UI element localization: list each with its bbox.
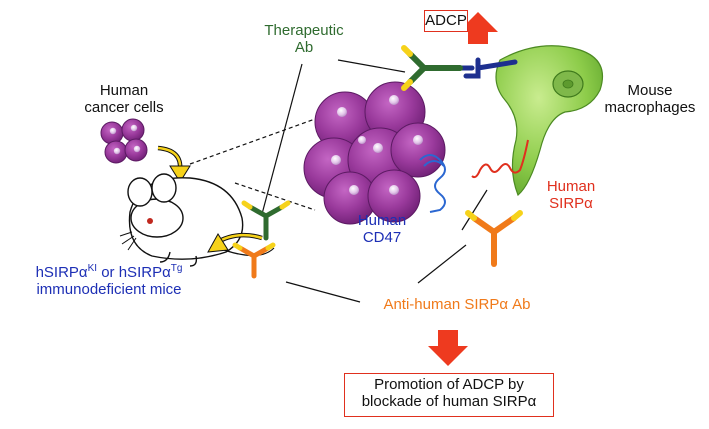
- adcp-box: ADCP: [424, 10, 468, 32]
- sirpa-receptor: [471, 139, 529, 179]
- cancer-cell-cluster-small: [100, 118, 148, 164]
- label-mice-type: hSIRPαKI or hSIRPαTg immunodeficient mic…: [0, 263, 218, 299]
- zoom-line-upper: [189, 109, 341, 165]
- label-mice-line2: immunodeficient mice: [36, 281, 182, 298]
- arrow-up-red: [458, 12, 498, 44]
- zoom-line-lower: [234, 182, 316, 211]
- anti-sirpa-antibody-large: [465, 210, 523, 267]
- mouse-macrophage: [495, 45, 604, 196]
- line-therapeutic-to-antibody: [337, 59, 406, 73]
- connector-lines: [189, 59, 488, 303]
- line-antisirpa-to-antibody: [417, 244, 467, 284]
- line-therapeutic-to-small-antibody: [261, 63, 303, 215]
- label-mice-line1-a: hSIRPα: [35, 264, 88, 281]
- promotion-line2: blockade of human SIRPα: [361, 393, 537, 410]
- label-human-cd47: Human CD47: [357, 212, 407, 246]
- promotion-box: Promotion of ADCP by blockade of human S…: [344, 373, 554, 417]
- label-mice-line1-b: or hSIRPα: [97, 264, 171, 281]
- yellow-arrow-antibody-injection: [207, 232, 263, 253]
- mouse-illustration: [119, 173, 275, 267]
- small-therapeutic-antibody-icon: [241, 200, 291, 241]
- promotion-line1: Promotion of ADCP by: [374, 376, 524, 393]
- label-human-sirpa: Human SIRPα: [546, 178, 596, 212]
- line-antisirpa-to-small-antibody: [285, 281, 361, 303]
- yellow-arrow-injection: [157, 145, 191, 183]
- label-mouse-macrophages: Mouse macrophages: [604, 82, 696, 116]
- label-mice-sup-tg: Tg: [170, 263, 183, 274]
- cd47-receptor: [419, 154, 446, 213]
- label-therapeutic-ab: Therapeutic Ab: [264, 22, 344, 56]
- arrow-down-red: [428, 330, 468, 366]
- tumor-large: [303, 81, 446, 225]
- label-anti-sirpa-ab: Anti-human SIRPα Ab: [383, 296, 531, 313]
- label-mice-sup-ki: KI: [87, 263, 98, 274]
- label-human-cancer-cells: Human cancer cells: [84, 82, 164, 116]
- line-antisirpa-to-sirpa: [461, 189, 488, 231]
- therapeutic-antibody-large: [401, 45, 463, 91]
- small-anti-sirpa-antibody-icon: [232, 242, 276, 279]
